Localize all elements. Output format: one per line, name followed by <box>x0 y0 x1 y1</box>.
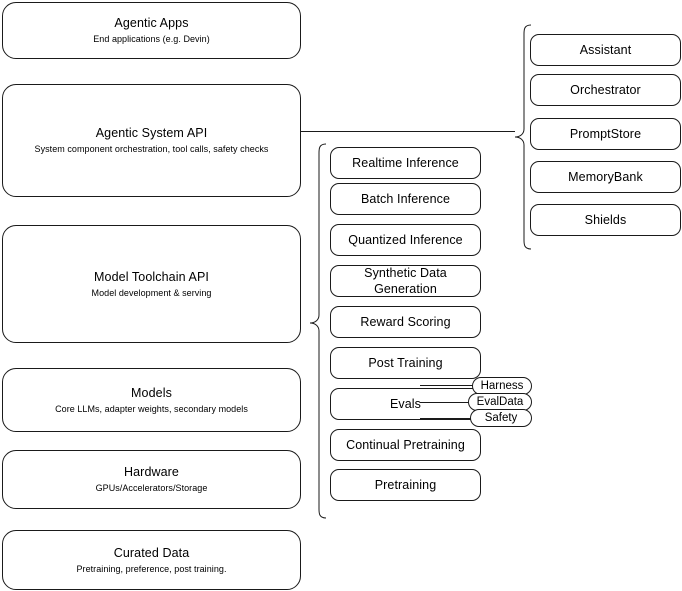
toolchain-item-label: Quantized Inference <box>348 233 463 247</box>
system-item-label: Orchestrator <box>570 83 641 97</box>
stack-box-title: Model Toolchain API <box>94 269 209 284</box>
stack-box-agentic-apps[interactable]: Agentic Apps End applications (e.g. Devi… <box>2 2 301 59</box>
toolchain-item-label: Batch Inference <box>360 192 451 206</box>
toolchain-item-label: Realtime Inference <box>352 156 459 170</box>
stack-box-agentic-system-api[interactable]: Agentic System API System component orch… <box>2 84 301 197</box>
bracket-system-items <box>514 24 532 250</box>
eval-badge-label: Safety <box>484 412 518 424</box>
system-item-label: MemoryBank <box>568 170 643 184</box>
stack-box-subtitle: System component orchestration, tool cal… <box>34 144 269 154</box>
toolchain-item-label: Post Training <box>368 356 443 370</box>
eval-badge-label: EvalData <box>476 396 524 408</box>
toolchain-item-label: Synthetic Data Generation <box>364 266 447 296</box>
toolchain-item-label: Continual Pretraining <box>346 438 465 452</box>
system-item-shields[interactable]: Shields <box>530 204 681 236</box>
eval-badge-evaldata[interactable]: EvalData <box>468 393 532 411</box>
stack-box-subtitle: GPUs/Accelerators/Storage <box>95 483 208 493</box>
system-item-label: Assistant <box>579 43 632 57</box>
stack-box-models[interactable]: Models Core LLMs, adapter weights, secon… <box>2 368 301 432</box>
connector-system-api-to-system-items <box>301 131 515 132</box>
stack-box-subtitle: Model development & serving <box>91 287 212 298</box>
toolchain-item-realtime-inference[interactable]: Realtime Inference <box>330 147 481 179</box>
toolchain-item-label: Pretraining <box>374 478 437 492</box>
system-item-promptstore[interactable]: PromptStore <box>530 118 681 150</box>
toolchain-item-post-training[interactable]: Post Training <box>330 347 481 379</box>
connector-evals-to-harness <box>420 385 478 386</box>
connector-evals-to-safety <box>420 418 477 419</box>
stack-box-curated-data[interactable]: Curated Data Pretraining, preference, po… <box>2 530 301 590</box>
stack-box-hardware[interactable]: Hardware GPUs/Accelerators/Storage <box>2 450 301 509</box>
bracket-toolchain-items <box>309 143 327 519</box>
eval-badge-label: Harness <box>480 380 524 392</box>
system-item-memorybank[interactable]: MemoryBank <box>530 161 681 193</box>
toolchain-item-quantized-inference[interactable]: Quantized Inference <box>330 224 481 256</box>
system-item-label: PromptStore <box>569 127 642 141</box>
stack-box-subtitle: Pretraining, preference, post training. <box>76 563 227 574</box>
stack-box-title: Hardware <box>124 465 179 479</box>
toolchain-item-reward-scoring[interactable]: Reward Scoring <box>330 306 481 338</box>
stack-box-model-toolchain-api[interactable]: Model Toolchain API Model development & … <box>2 225 301 343</box>
connector-evals-to-evaldata <box>420 402 475 403</box>
stack-box-title: Curated Data <box>113 545 190 560</box>
toolchain-item-evals[interactable]: Evals <box>330 388 481 420</box>
system-item-label: Shields <box>584 213 627 227</box>
stack-box-subtitle: End applications (e.g. Devin) <box>93 34 210 44</box>
toolchain-item-label: Reward Scoring <box>360 315 451 329</box>
toolchain-item-batch-inference[interactable]: Batch Inference <box>330 183 481 215</box>
system-item-orchestrator[interactable]: Orchestrator <box>530 74 681 106</box>
stack-box-title: Agentic Apps <box>114 16 189 30</box>
toolchain-item-label: Evals <box>389 397 422 411</box>
stack-box-title: Agentic System API <box>95 126 208 140</box>
stack-box-subtitle: Core LLMs, adapter weights, secondary mo… <box>55 403 248 414</box>
toolchain-item-synthetic-data-generation[interactable]: Synthetic Data Generation <box>330 265 481 297</box>
stack-box-title: Models <box>131 385 172 400</box>
eval-badge-harness[interactable]: Harness <box>472 377 532 395</box>
system-item-assistant[interactable]: Assistant <box>530 34 681 66</box>
toolchain-item-pretraining[interactable]: Pretraining <box>330 469 481 501</box>
eval-badge-safety[interactable]: Safety <box>470 409 532 427</box>
toolchain-item-continual-pretraining[interactable]: Continual Pretraining <box>330 429 481 461</box>
